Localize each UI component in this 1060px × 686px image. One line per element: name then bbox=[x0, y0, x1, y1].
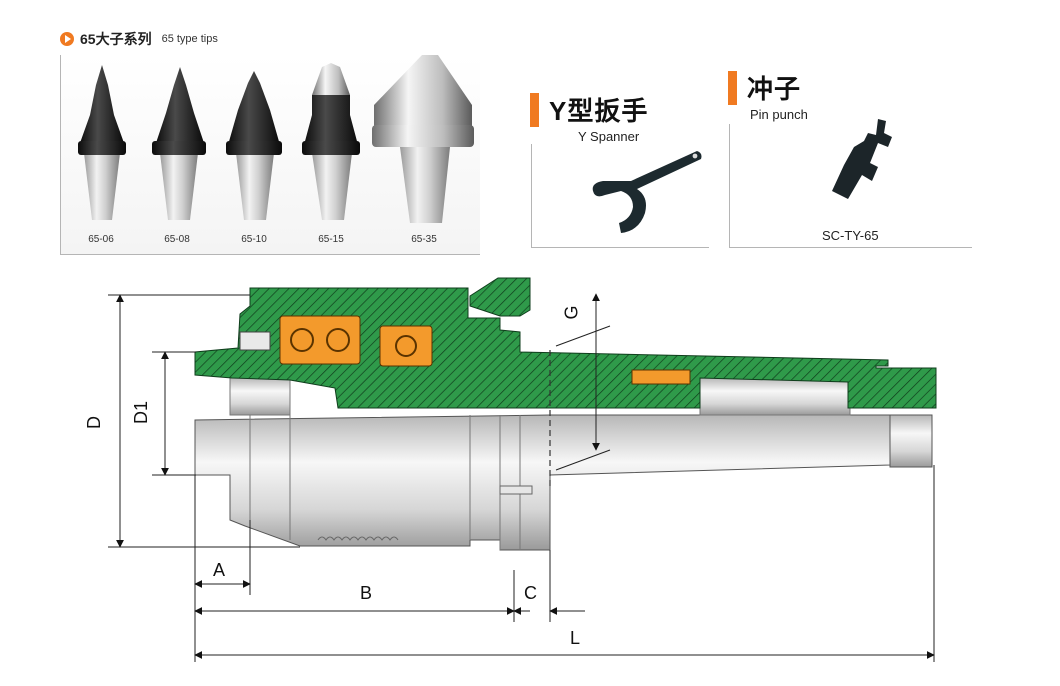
panel-border bbox=[729, 124, 730, 248]
accent-bar bbox=[728, 70, 737, 105]
pin-punch-title-zh: 冲子 bbox=[747, 74, 802, 104]
tip-label: 65-10 bbox=[241, 234, 267, 245]
dim-C-label: C bbox=[524, 583, 537, 603]
tips-illustration bbox=[78, 55, 474, 223]
y-spanner-title-zh: Y型扳手 bbox=[549, 96, 649, 126]
panel-border bbox=[531, 247, 709, 248]
tip-65-35 bbox=[372, 55, 474, 223]
tip-65-08 bbox=[152, 67, 206, 220]
dim-A-label: A bbox=[213, 560, 226, 580]
pin-punch-code: SC-TY-65 bbox=[822, 228, 879, 243]
panel-border bbox=[729, 247, 972, 248]
pin-punch-illustration bbox=[832, 119, 892, 199]
section-title-zh: 65大子系列 bbox=[80, 31, 152, 47]
pin-punch-title: 冲子 bbox=[728, 69, 801, 106]
tip-label: 65-06 bbox=[88, 234, 114, 245]
tip-65-06 bbox=[78, 65, 126, 220]
dim-D-label: D bbox=[84, 416, 104, 429]
bearing-assembly bbox=[279, 315, 691, 385]
tip-65-10 bbox=[226, 71, 282, 220]
tip-65-15 bbox=[302, 63, 360, 220]
tip-label: 65-08 bbox=[164, 234, 190, 245]
panel-border bbox=[60, 254, 480, 255]
cross-section-drawing bbox=[108, 277, 937, 662]
section-header: 65大子系列 65 type tips bbox=[60, 29, 218, 49]
play-icon bbox=[60, 32, 74, 46]
dimension-lines bbox=[108, 293, 935, 662]
dim-G-label: G bbox=[561, 305, 582, 320]
accent-bar bbox=[530, 92, 539, 127]
section-title-en: 65 type tips bbox=[161, 33, 218, 45]
pin-punch-title-en: Pin punch bbox=[750, 107, 808, 122]
tip-label: 65-15 bbox=[318, 234, 344, 245]
body-lower bbox=[194, 377, 933, 551]
y-spanner-title-en: Y Spanner bbox=[578, 129, 640, 144]
y-spanner-illustration bbox=[592, 151, 702, 233]
dim-B-label: B bbox=[360, 583, 373, 603]
dim-D1-label: D1 bbox=[131, 400, 152, 425]
dim-L-label: L bbox=[570, 628, 581, 648]
panel-border bbox=[60, 55, 61, 255]
housing-section bbox=[194, 277, 937, 409]
panel-border bbox=[531, 144, 532, 248]
tip-label: 65-35 bbox=[411, 234, 437, 245]
y-spanner-title: Y型扳手 bbox=[530, 91, 648, 128]
